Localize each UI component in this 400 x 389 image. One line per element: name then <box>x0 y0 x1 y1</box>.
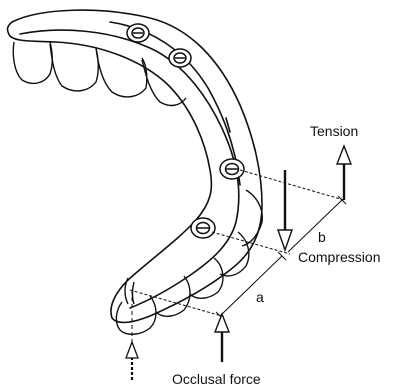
screw-2 <box>169 49 191 67</box>
dimension-a-label: a <box>256 289 264 305</box>
tension-arrow <box>337 146 351 200</box>
dimension-b-label: b <box>318 229 326 245</box>
compression-label: Compression <box>298 249 380 265</box>
occlusal-force-label: Occlusal force <box>172 371 261 387</box>
screw-1 <box>127 24 149 42</box>
screw-3 <box>220 159 244 179</box>
teeth-posterior <box>13 42 186 105</box>
screw-icon <box>127 24 244 238</box>
cantilever-force-arrow <box>126 342 138 380</box>
occlusal-force-arrow <box>215 314 229 362</box>
teeth-anterior <box>116 190 262 334</box>
tension-label: Tension <box>310 123 358 139</box>
screw-4 <box>191 218 215 238</box>
